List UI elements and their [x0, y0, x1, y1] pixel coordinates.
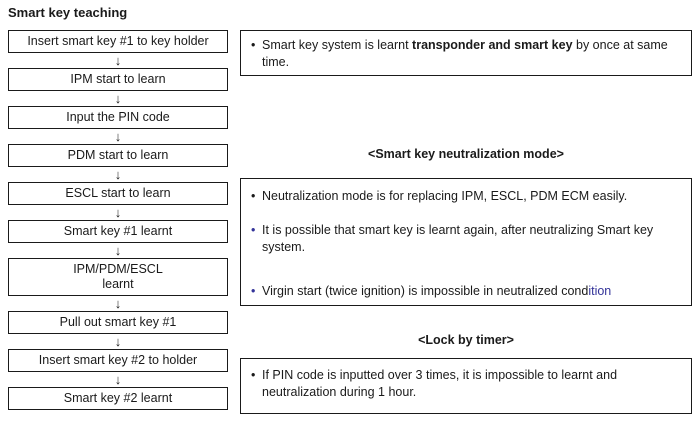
note-text: It is possible that smart key is learnt …	[262, 222, 681, 256]
bullet-icon: •	[251, 223, 256, 237]
page-title: Smart key teaching	[8, 5, 128, 20]
note-text: Smart key system is learnt transponder a…	[262, 37, 681, 71]
bullet-icon: •	[251, 284, 256, 298]
bullet-icon: •	[251, 368, 256, 382]
note-text-segment: It is possible that smart key is learnt …	[262, 223, 657, 254]
down-arrow-icon: ↓	[114, 91, 122, 106]
note-text-segment: Virgin start (twice ignition) is impossi…	[262, 284, 589, 298]
note-text-segment: by once at same time.	[262, 38, 675, 69]
flow-step-input-pin: Input the PIN code	[8, 106, 228, 129]
note-item: • Smart key system is learnt transponder…	[251, 37, 681, 71]
flow-step-key1-learnt: Smart key #1 learnt	[8, 220, 228, 243]
down-arrow-icon: ↓	[114, 167, 122, 182]
note-text-blue-segment: ition	[588, 284, 612, 298]
note-item: • It is possible that smart key is learn…	[251, 222, 681, 256]
down-arrow-icon: ↓	[114, 334, 122, 349]
down-arrow-icon: ↓	[114, 129, 122, 144]
note-text: If PIN code is inputted over 3 times, it…	[262, 367, 681, 401]
note-text-segment: If PIN code is inputted over 3 times, it…	[262, 368, 621, 399]
note-neutralization-mode: • Neutralization mode is for replacing I…	[240, 178, 692, 306]
note-item: • Virgin start (twice ignition) is impos…	[251, 283, 681, 300]
down-arrow-icon: ↓	[114, 296, 122, 311]
flow-step-escl-learn: ESCL start to learn	[8, 182, 228, 205]
flow-step-ipm-learn: IPM start to learn	[8, 68, 228, 91]
note-text-segment: Smart key system is learnt	[262, 38, 413, 52]
flow-step-key2-learnt: Smart key #2 learnt	[8, 387, 228, 410]
bullet-icon: •	[251, 38, 256, 52]
flow-step-pull-out-key1: Pull out smart key #1	[8, 311, 228, 334]
note-text: Virgin start (twice ignition) is impossi…	[262, 283, 681, 300]
lock-by-timer-heading: <Lock by timer>	[418, 333, 514, 347]
flow-step-ipm-pdm-escl-learnt: IPM/PDM/ESCL learnt	[8, 258, 228, 296]
down-arrow-icon: ↓	[114, 53, 122, 68]
note-lock-by-timer: • If PIN code is inputted over 3 times, …	[240, 358, 692, 414]
note-smart-key-system: • Smart key system is learnt transponder…	[240, 30, 692, 76]
flowchart: Insert smart key #1 to key holder ↓ IPM …	[8, 30, 228, 410]
note-item: • If PIN code is inputted over 3 times, …	[251, 367, 681, 401]
down-arrow-icon: ↓	[114, 205, 122, 220]
flow-step-insert-key1: Insert smart key #1 to key holder	[8, 30, 228, 53]
neutralization-mode-heading: <Smart key neutralization mode>	[368, 147, 564, 161]
note-item: • Neutralization mode is for replacing I…	[251, 188, 681, 205]
bullet-icon: •	[251, 189, 256, 203]
note-text-bold-segment: transponder and smart key	[412, 38, 573, 52]
note-text-segment: Neutralization mode is for replacing IPM…	[262, 189, 628, 203]
down-arrow-icon: ↓	[114, 243, 122, 258]
flow-step-pdm-learn: PDM start to learn	[8, 144, 228, 167]
note-text: Neutralization mode is for replacing IPM…	[262, 188, 681, 205]
down-arrow-icon: ↓	[114, 372, 122, 387]
flow-step-insert-key2: Insert smart key #2 to holder	[8, 349, 228, 372]
